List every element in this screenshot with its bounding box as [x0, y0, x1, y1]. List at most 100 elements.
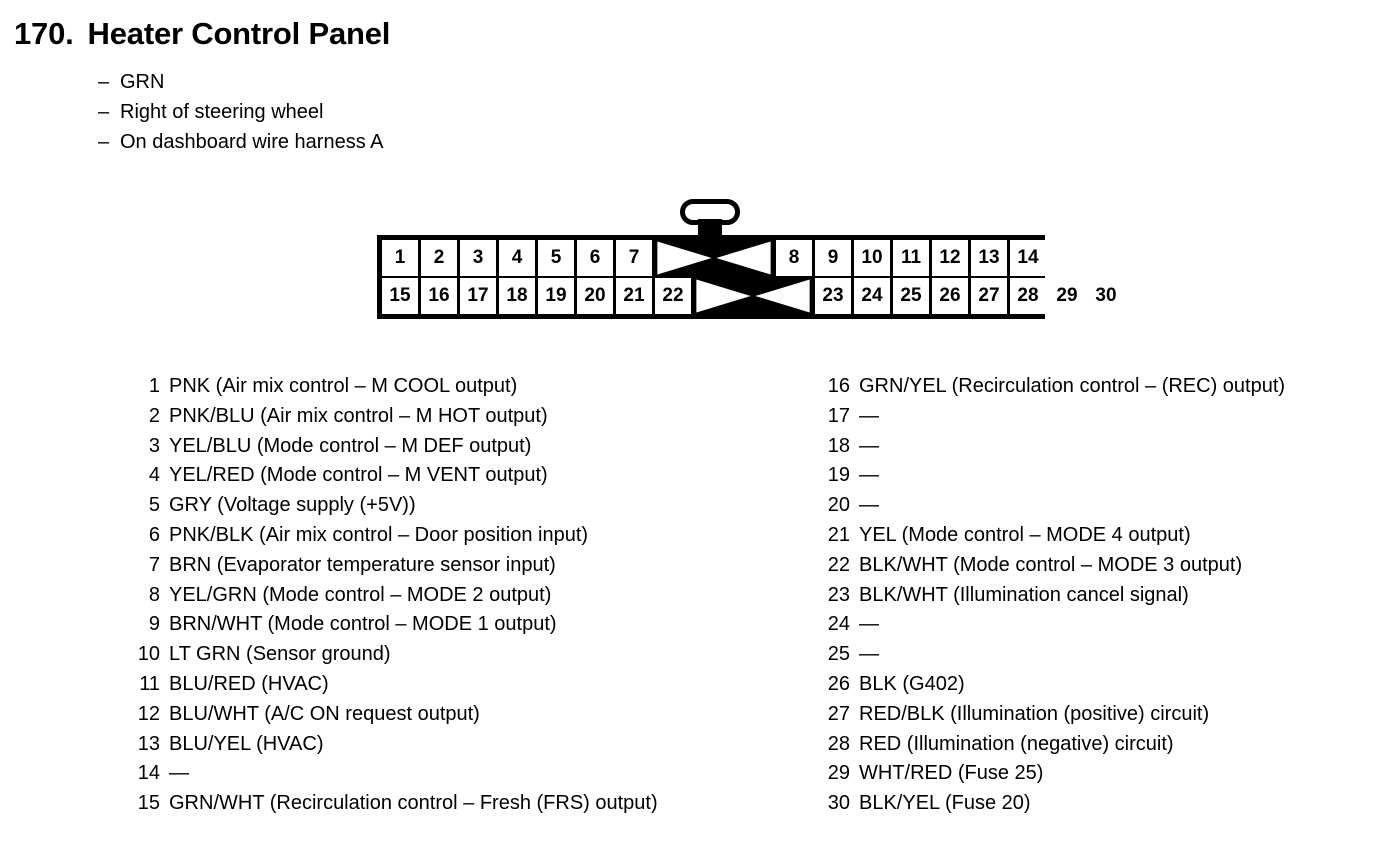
- pin-legend-description: —: [859, 434, 879, 457]
- pin-legend-number: 14: [137, 762, 160, 785]
- pin-legend-number: 4: [148, 464, 160, 487]
- pin-legend-description: PNK (Air mix control – M COOL output): [169, 375, 518, 397]
- connector-pin-cell: 6: [577, 240, 613, 276]
- connector-pin-cell: 29: [1049, 278, 1085, 314]
- pin-legend-row: 4 YEL/RED (Mode control – M VENT output): [128, 461, 828, 491]
- pin-legend-number: 17: [827, 404, 850, 427]
- pin-legend-description: BLU/RED (HVAC): [169, 672, 329, 695]
- pin-legend-number: 21: [827, 523, 850, 546]
- connector-blank-cavity: [694, 278, 812, 314]
- connector-pin-cell: 18: [499, 278, 535, 314]
- connector-pin-cell: 28: [1010, 278, 1046, 314]
- pin-legend-description: —: [169, 762, 189, 785]
- component-meta-label: On dashboard wire harness A: [120, 131, 384, 153]
- pin-legend-number: 20: [827, 494, 850, 517]
- connector-pin-cell: 25: [893, 278, 929, 314]
- pin-legend-number: 29: [827, 762, 850, 785]
- component-meta-label: GRN: [120, 71, 165, 93]
- connector-pin-cell: 30: [1088, 278, 1124, 314]
- pin-legend-description: YEL/RED (Mode control – M VENT output): [169, 464, 548, 487]
- connector-blank-cavity: [655, 240, 773, 276]
- page-title: 170. Heater Control Panel: [14, 16, 390, 52]
- page-title-text: Heater Control Panel: [87, 16, 391, 51]
- pin-legend-number: 27: [827, 702, 850, 725]
- pin-legend-number: 13: [137, 732, 160, 755]
- pin-legend-row: 6 PNK/BLK (Air mix control – Door positio…: [128, 521, 828, 551]
- pin-legend-row: 20—: [818, 491, 1376, 521]
- pin-legend-row: 25—: [818, 640, 1376, 670]
- pin-legend-description: GRY (Voltage supply (+5V)): [169, 494, 416, 517]
- connector-pin-cell: 14: [1010, 240, 1046, 276]
- pin-legend-description: PNK/BLU (Air mix control – M HOT output): [169, 404, 548, 427]
- component-meta-item: –On dashboard wire harness A: [98, 127, 384, 157]
- pin-legend-number: 2: [148, 404, 160, 427]
- connector-pin-cell: 26: [932, 278, 968, 314]
- pin-legend-row: 18—: [818, 432, 1376, 462]
- pin-legend-description: BLK/WHT (Mode control – MODE 3 output): [859, 553, 1243, 576]
- pin-legend-row: 29 WHT/RED (Fuse 25): [818, 759, 1376, 789]
- connector-pin-cell: 19: [538, 278, 574, 314]
- connector-pin-cell: 13: [971, 240, 1007, 276]
- connector-pin-cell: 16: [421, 278, 457, 314]
- component-meta-item: –Right of steering wheel: [98, 97, 384, 127]
- pin-legend-number: 12: [137, 702, 160, 725]
- pin-legend-description: WHT/RED (Fuse 25): [859, 762, 1044, 785]
- pin-legend-number: 30: [827, 792, 850, 815]
- pin-legend-number: 8: [148, 583, 160, 606]
- connector-pin-cell: 21: [616, 278, 652, 314]
- pin-legend-description: PNK/BLK (Air mix control – Door position…: [169, 523, 589, 546]
- pin-legend-row: 24—: [818, 610, 1376, 640]
- pin-legend-description: GRN/WHT (Recirculation control – Fresh (…: [169, 792, 658, 815]
- connector-pin-cell: 7: [616, 240, 652, 276]
- connector-pin-cell: 9: [815, 240, 851, 276]
- pin-legend-description: YEL/BLU (Mode control – M DEF output): [169, 434, 532, 457]
- connector-pin-cell: 17: [460, 278, 496, 314]
- connector-pin-cell: 1: [382, 240, 418, 276]
- connector-pin-cell: 20: [577, 278, 613, 314]
- connector-pin-cell: 3: [460, 240, 496, 276]
- pin-legend-description: —: [859, 643, 879, 666]
- pin-legend-number: 26: [827, 672, 850, 695]
- connector-pin-cell: 10: [854, 240, 890, 276]
- pin-legend-number: 19: [827, 464, 850, 487]
- pin-legend-number: 16: [827, 375, 850, 397]
- pin-legend-row: 30 BLK/YEL (Fuse 20): [818, 789, 1376, 819]
- pin-legend-row: 14 —: [128, 759, 828, 789]
- connector-pin-cell: 5: [538, 240, 574, 276]
- pin-legend-number: 5: [148, 494, 160, 517]
- pin-legend-description: BLK/WHT (Illumination cancel signal): [859, 583, 1189, 606]
- pin-legend-description: RED/BLK (Illumination (positive) circuit…: [859, 702, 1210, 725]
- connector-pin-cell: 12: [932, 240, 968, 276]
- pin-legend-description: LT GRN (Sensor ground): [169, 643, 391, 666]
- pin-legend-description: BLU/WHT (A/C ON request output): [169, 702, 480, 725]
- meta-dash-icon: –: [98, 101, 110, 123]
- pin-legend-description: BLU/YEL (HVAC): [169, 732, 324, 755]
- pin-legend-row: 2 PNK/BLU (Air mix control – M HOT output…: [128, 402, 828, 432]
- pin-legend-description: BRN (Evaporator temperature sensor input…: [169, 553, 556, 576]
- pin-legend-row: 26 BLK (G402): [818, 670, 1376, 700]
- pin-legend-row: 15 GRN/WHT (Recirculation control – Fresh…: [128, 789, 828, 819]
- pin-legend-description: BLK/YEL (Fuse 20): [859, 792, 1031, 815]
- pin-legend-row: 17—: [818, 402, 1376, 432]
- pin-legend-number: 15: [137, 792, 160, 815]
- component-meta-list: –GRN –Right of steering wheel–On dashboar…: [98, 67, 384, 157]
- pin-legend-description: BRN/WHT (Mode control – MODE 1 output): [169, 613, 557, 636]
- pin-legend-number: 6: [148, 523, 160, 546]
- pin-legend-description: BLK (G402): [859, 672, 965, 695]
- page-title-number: 170.: [14, 16, 74, 51]
- pin-legend-description: —: [859, 464, 879, 487]
